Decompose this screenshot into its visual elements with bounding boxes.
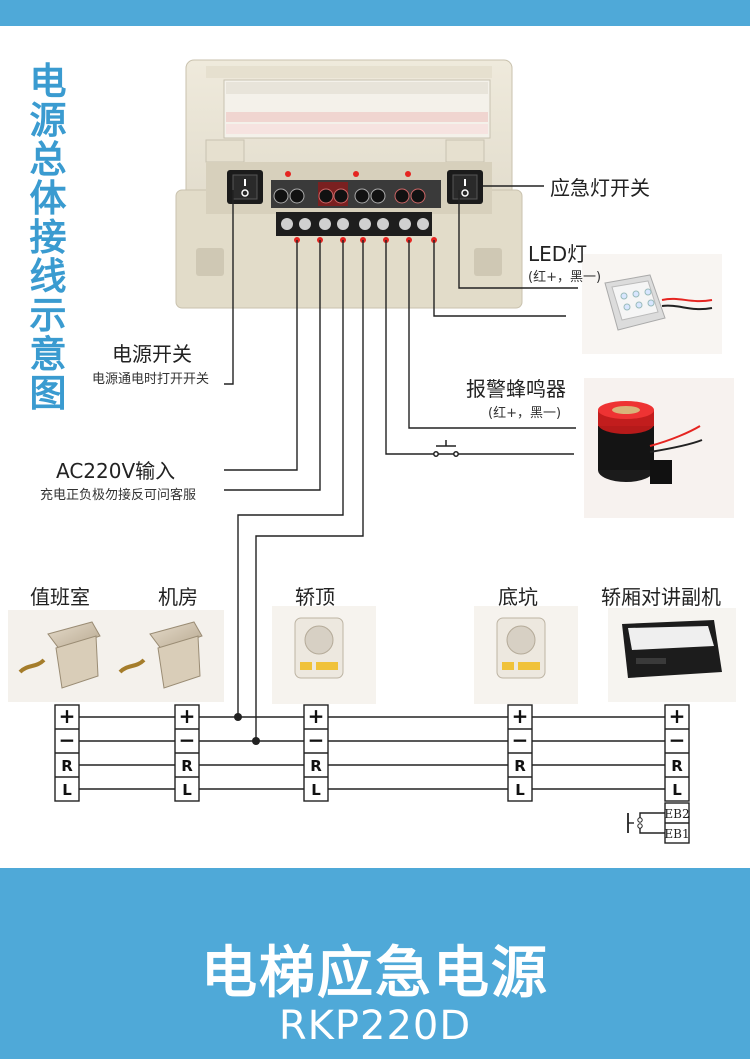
- bus-lines: [62, 716, 678, 790]
- terminal-label: +: [308, 704, 325, 728]
- eb2-label: EB2: [664, 807, 689, 821]
- intercom-pit: [474, 606, 578, 704]
- device-car-intercom-sub: 轿厢对讲副机: [601, 585, 721, 609]
- terminal-label: −: [179, 728, 196, 752]
- terminal-label: +: [669, 704, 686, 728]
- buzzer-label: 报警蜂鸣器: [466, 377, 566, 401]
- vertical-title-char: 意: [29, 333, 67, 376]
- vertical-title-char: 总: [29, 138, 67, 181]
- vertical-title-char: 体: [29, 177, 67, 220]
- ac-input-label: AC220V输入: [56, 459, 176, 483]
- terminal-label: −: [308, 728, 325, 752]
- terminal-block: +− RL: [664, 704, 690, 802]
- ac-note: 充电正负极勿接反可问客服: [40, 488, 197, 503]
- eb-terminal-block: EB2 EB1: [627, 802, 690, 844]
- device-car-top: 轿顶: [295, 585, 335, 609]
- top-banner: [0, 0, 750, 26]
- terminal-block: +− RL: [303, 704, 329, 802]
- vertical-title-char: 图: [29, 372, 67, 415]
- handset-machine-room: [110, 610, 224, 702]
- bus-junctions: [234, 713, 260, 745]
- buzzer-note: (红+，黑一): [488, 406, 562, 421]
- power-switch-note: 电源通电时打开开关: [92, 372, 210, 387]
- intercom-car-top: [272, 606, 376, 704]
- terminal-label: −: [512, 728, 529, 752]
- product-title: 电梯应急电源: [201, 941, 549, 1006]
- terminal-label: R: [514, 757, 526, 775]
- vertical-title-char: 电: [29, 60, 67, 103]
- terminal-label: L: [672, 781, 682, 799]
- terminal-block: +− RL: [507, 704, 533, 802]
- terminal-label: L: [182, 781, 192, 799]
- vertical-title-char: 线: [29, 255, 67, 298]
- buzzer-image: [584, 378, 734, 518]
- eb1-label: EB1: [664, 827, 689, 841]
- device-duty-room: 值班室: [30, 585, 90, 609]
- power-switch-label: 电源开关: [112, 342, 192, 366]
- terminal-label: L: [62, 781, 72, 799]
- terminal-label: −: [59, 728, 76, 752]
- power-supply-unit: [175, 59, 523, 309]
- terminal-label: L: [311, 781, 321, 799]
- handset-duty-room: [8, 610, 122, 702]
- terminal-label: +: [59, 704, 76, 728]
- emergency-switch-label: 应急灯开关: [550, 176, 650, 200]
- car-intercom-sub-unit: [608, 608, 736, 702]
- terminal-label: +: [179, 704, 196, 728]
- terminal-label: R: [310, 757, 322, 775]
- unit-wires: [224, 185, 578, 741]
- terminal-label: +: [512, 704, 529, 728]
- device-pit: 底坑: [498, 585, 538, 609]
- terminal-blocks: +−RL+−RL+−RL+−RL+−RL: [54, 704, 690, 802]
- terminal-label: L: [515, 781, 525, 799]
- product-model: RKP220D: [278, 1003, 472, 1049]
- vertical-title-char: 示: [29, 294, 67, 337]
- device-machine-room: 机房: [158, 585, 198, 609]
- vertical-title: 电源总体接线示意图: [28, 62, 68, 413]
- bottom-banner: [0, 868, 750, 1059]
- wiring-diagram: +−RL+−RL+−RL+−RL+−RL EB2 EB1: [8, 59, 736, 844]
- alarm-push-button: [433, 440, 459, 457]
- terminal-block: +− RL: [174, 704, 200, 802]
- terminal-label: R: [181, 757, 193, 775]
- terminal-label: −: [669, 728, 686, 752]
- terminal-label: R: [671, 757, 683, 775]
- vertical-title-char: 接: [29, 216, 67, 259]
- led-label: LED灯: [528, 242, 588, 266]
- led-lamp-image: [582, 254, 722, 354]
- terminal-block: +− RL: [54, 704, 80, 802]
- terminal-label: R: [61, 757, 73, 775]
- vertical-title-char: 源: [29, 99, 67, 142]
- led-note: (红+，黑一): [528, 270, 602, 285]
